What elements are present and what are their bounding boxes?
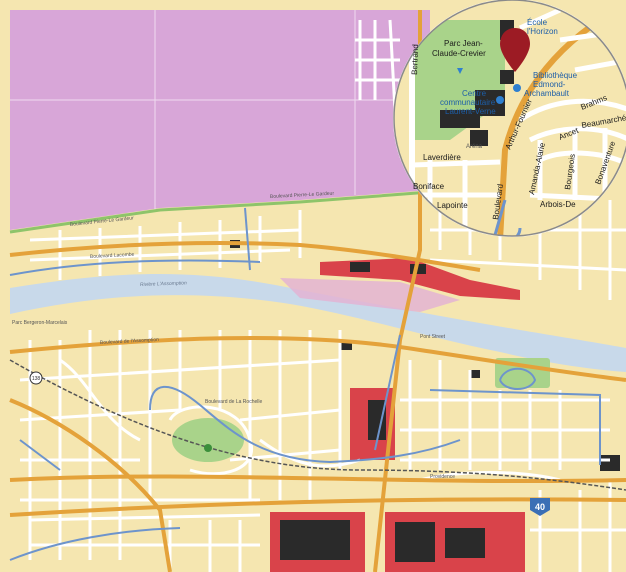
label-riviere: Rivière L'Assomption — [140, 280, 187, 288]
label-lapointe: Lapointe — [437, 201, 468, 210]
label-bertrand: Bertrand — [410, 44, 420, 75]
label-communautaire: communautaire — [440, 98, 496, 107]
label-centre: Centre — [462, 89, 487, 98]
label-ecole: École — [527, 18, 548, 27]
label-parc-bergeron: Parc Bergeron-Marcelais — [12, 320, 68, 326]
label-blvd-rochelle: Boulevard de La Rochelle — [205, 399, 262, 405]
inset-border — [393, 0, 626, 237]
label-biblio: Bibliothèque — [533, 71, 578, 80]
label-arbois-de: Arbois-De — [540, 200, 576, 209]
streets-curved — [59, 358, 561, 482]
library-icon — [513, 84, 521, 92]
label-boniface: Boniface — [413, 182, 445, 191]
label-park-jean: Parc Jean- — [444, 39, 483, 48]
label-horizon: l'Horizon — [527, 27, 558, 36]
label-arena: Aréna — [466, 144, 483, 150]
route-lacombe — [9, 241, 481, 272]
label-laurent-verne: Laurent-Verne — [445, 107, 496, 116]
label-edmond: Edmond- — [533, 80, 566, 89]
route-boulevard-assomption — [9, 335, 626, 382]
shield-138: 138 — [29, 371, 43, 385]
riverfront-zone — [280, 278, 460, 312]
shield-a40: 40 — [530, 498, 550, 516]
shield-a40-label: 40 — [535, 502, 545, 512]
park-tree-icon — [204, 444, 212, 452]
park-south — [172, 418, 244, 462]
label-blvd-assomption: Boulevard de l'Assomption — [100, 337, 159, 346]
label-archambault: Archambault — [524, 89, 570, 98]
label-pont-street: Pont Street — [420, 334, 446, 340]
industrial-zone — [10, 10, 430, 230]
route-providence — [9, 474, 626, 484]
shield-138-label: 138 — [32, 376, 41, 382]
streets-north — [355, 19, 400, 111]
label-blvd-lacombe: Boulevard Lacombe — [90, 252, 135, 260]
label-providence: Providence — [430, 474, 455, 480]
label-blvd-pierre-garceau-2: Boulevard Pierre-Le Gardeur — [270, 191, 335, 200]
route-40 — [9, 497, 626, 517]
park-icon — [457, 68, 463, 74]
label-laverdiere: Laverdière — [423, 153, 461, 162]
map-pin-icon[interactable] — [500, 28, 530, 72]
bike-paths — [9, 207, 601, 561]
railway — [9, 359, 626, 491]
community-centre-icon — [496, 96, 504, 104]
label-park-claude: Claude-Crevier — [432, 49, 486, 58]
green-buffer — [9, 190, 431, 234]
